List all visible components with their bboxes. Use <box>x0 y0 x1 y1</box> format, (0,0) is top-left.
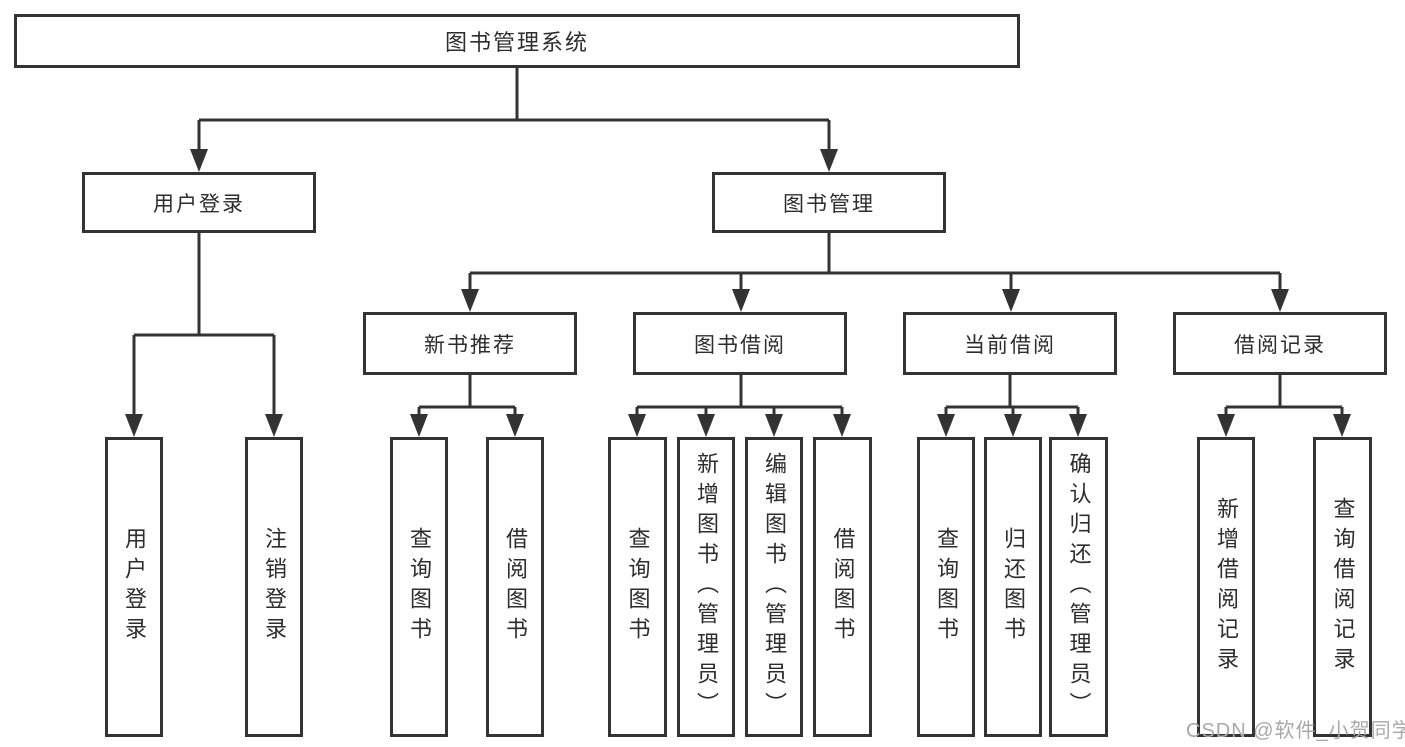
leaf-query-books-borrowing: 查询图书 <box>608 437 667 737</box>
node-current-borrowing: 当前借阅 <box>903 312 1117 375</box>
leaf-borrow-books-recommend: 借阅图书 <box>486 437 544 737</box>
leaf-query-books-recommend: 查询图书 <box>390 437 448 737</box>
node-new-book-recommendation: 新书推荐 <box>363 312 577 375</box>
leaf-query-borrow-record: 查询借阅记录 <box>1313 437 1372 737</box>
leaf-add-books-admin: 新增图书（管理员） <box>677 437 735 737</box>
node-book-borrowing: 图书借阅 <box>633 312 847 375</box>
node-user-login: 用户登录 <box>82 172 316 233</box>
leaf-logout: 注销登录 <box>245 437 303 737</box>
node-book-management: 图书管理 <box>712 172 946 233</box>
node-borrowing-records: 借阅记录 <box>1173 312 1387 375</box>
leaf-user-login: 用户登录 <box>105 437 163 737</box>
csdn-watermark: CSDN @软件_小贺同学 <box>1186 720 1405 742</box>
leaf-confirm-return-admin: 确认归还（管理员） <box>1049 437 1108 737</box>
node-root: 图书管理系统 <box>14 14 1020 68</box>
leaf-return-books: 归还图书 <box>984 437 1042 737</box>
leaf-add-borrow-record: 新增借阅记录 <box>1197 437 1255 737</box>
leaf-edit-books-admin: 编辑图书（管理员） <box>745 437 803 737</box>
leaf-query-books-current: 查询图书 <box>917 437 975 737</box>
leaf-borrow-books-borrowing: 借阅图书 <box>813 437 872 737</box>
